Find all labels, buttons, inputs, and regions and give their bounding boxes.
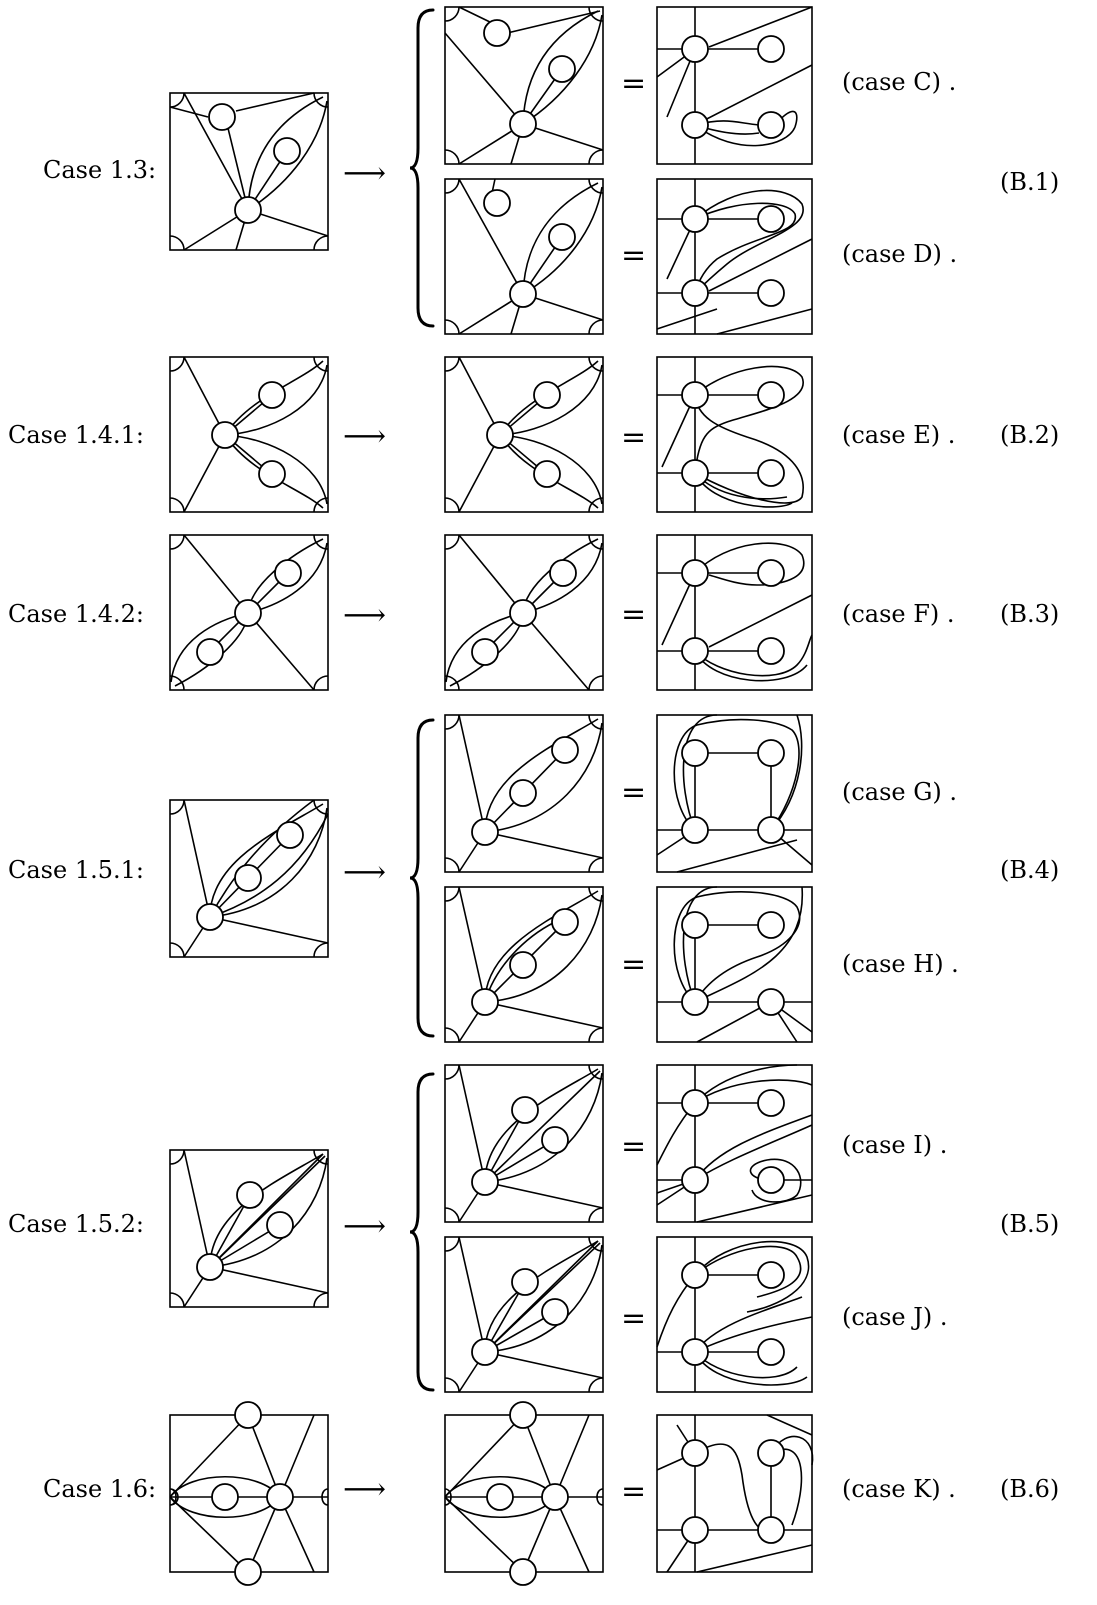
result-label: (case D) . (842, 240, 957, 268)
diagram-case-1-4-1-right (444, 356, 604, 513)
equation-number: (B.2) (1000, 421, 1059, 449)
equals-sign: = (621, 1474, 646, 1509)
result-labels: (case C) . (case D) . (case E) . (case F… (842, 68, 959, 1503)
equals-signs: = = = = = = = = = (621, 66, 646, 1509)
equation-number: (B.6) (1000, 1475, 1059, 1503)
equals-sign: = (621, 775, 646, 810)
diagram-case-I (656, 1064, 813, 1223)
arrows: ⟶ ⟶ ⟶ ⟶ ⟶ ⟶ (343, 156, 386, 1507)
result-label: (case K) . (842, 1475, 956, 1503)
diagram-case-H (656, 886, 813, 1043)
case-label: Case 1.3: (43, 156, 156, 184)
result-label: (case I) . (842, 1131, 947, 1159)
diagram-case-1-5-2-bottom (444, 1236, 604, 1393)
arrow-symbol: ⟶ (343, 156, 386, 191)
equation-number: (B.4) (1000, 856, 1059, 884)
result-label: (case G) . (842, 778, 957, 806)
diagram-case-1-5-2-left (169, 1149, 329, 1308)
case-label: Case 1.5.2: (8, 1210, 144, 1238)
diagram-case-1-4-2-right (444, 534, 604, 691)
diagram-case-1-3-bottom (444, 178, 604, 335)
arrow-symbol: ⟶ (343, 419, 386, 454)
arrow-symbol: ⟶ (343, 598, 386, 633)
diagram-case-1-4-2-left (169, 534, 329, 691)
case-label: Case 1.4.1: (8, 421, 144, 449)
equals-sign: = (621, 1301, 646, 1336)
diagram-case-J (656, 1236, 813, 1393)
diagram-case-1-3-top (444, 6, 604, 165)
diagram-case-1-5-1-bottom (444, 886, 604, 1043)
equation-number: (B.3) (1000, 600, 1059, 628)
equation-number: (B.1) (1000, 168, 1059, 196)
equals-sign: = (621, 597, 646, 632)
diagram-case-1-6-right (444, 1401, 604, 1586)
equation-number: (B.5) (1000, 1210, 1059, 1238)
row-labels: Case 1.3: Case 1.4.1: Case 1.4.2: Case 1… (8, 156, 156, 1503)
diagram-case-C (656, 6, 813, 165)
result-label: (case H) . (842, 950, 959, 978)
diagram-case-1-6-left (169, 1401, 329, 1586)
diagram-case-1-5-2-top (444, 1064, 604, 1223)
case-label: Case 1.6: (43, 1475, 156, 1503)
arrow-symbol: ⟶ (343, 1209, 386, 1244)
equals-sign: = (621, 947, 646, 982)
diagram-case-1-4-1-left (169, 356, 329, 513)
braces (409, 8, 435, 1392)
result-label: (case J) . (842, 1303, 948, 1331)
diagram-case-1-5-1-left (169, 799, 329, 958)
arrow-symbol: ⟶ (343, 855, 386, 890)
case-label: Case 1.5.1: (8, 856, 144, 884)
case-label: Case 1.4.2: (8, 600, 144, 628)
left-brace (409, 8, 435, 328)
diagram-case-1-5-1-top (444, 714, 604, 873)
result-label: (case C) . (842, 68, 956, 96)
diagram-case-1-3-left (169, 92, 329, 251)
result-label: (case E) . (842, 421, 955, 449)
diagram-case-G (656, 714, 813, 873)
diagram-case-E (656, 356, 813, 513)
equals-sign: = (621, 66, 646, 101)
diagram-case-D (656, 178, 813, 335)
result-label: (case F) . (842, 600, 955, 628)
equals-sign: = (621, 238, 646, 273)
equals-sign: = (621, 1129, 646, 1164)
left-brace (409, 1072, 435, 1392)
diagram-case-F (656, 534, 813, 691)
arrow-symbol: ⟶ (343, 1472, 386, 1507)
left-brace (409, 718, 435, 1038)
equation-numbers: (B.1) (B.2) (B.3) (B.4) (B.5) (B.6) (1000, 168, 1059, 1503)
equals-sign: = (621, 420, 646, 455)
diagram-case-K (656, 1414, 814, 1573)
